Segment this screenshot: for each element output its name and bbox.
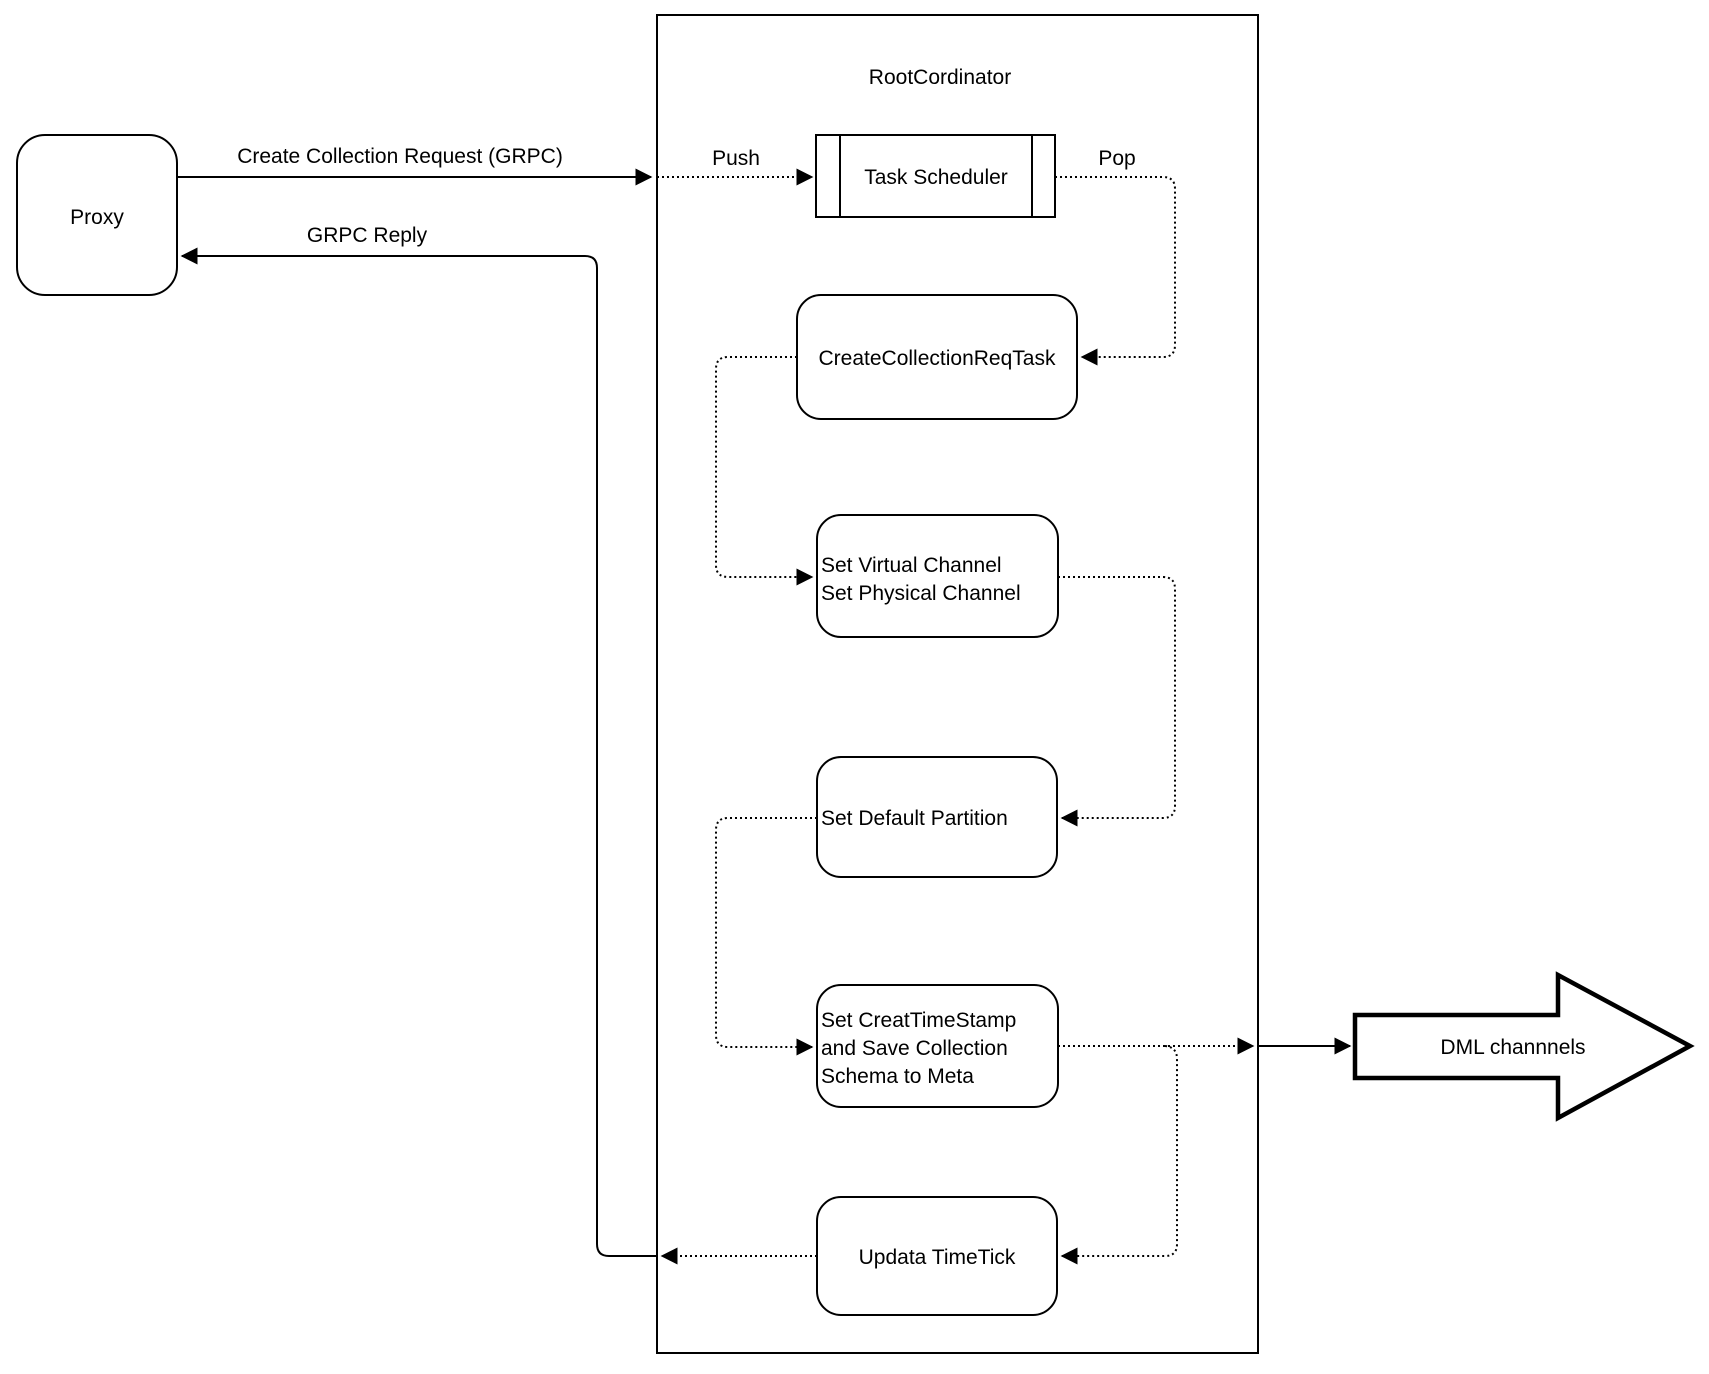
create-collection-req-task-label: CreateCollectionReqTask (819, 347, 1056, 370)
set-channel-label-line2: Set Physical Channel (821, 582, 1021, 605)
partition-to-timestamp-arrow (715, 817, 817, 1056)
grpc-reply-label: GRPC Reply (307, 224, 428, 247)
pop-label: Pop (1098, 147, 1135, 170)
set-creat-timestamp-label-line2: and Save Collection (821, 1037, 1008, 1060)
set-default-partition-label: Set Default Partition (821, 807, 1008, 830)
set-creat-timestamp-label-line3: Schema to Meta (821, 1065, 974, 1088)
task-scheduler-label: Task Scheduler (864, 166, 1008, 189)
proxy-label: Proxy (70, 206, 124, 229)
dml-channels-label: DML channnels (1440, 1036, 1585, 1059)
reqtask-to-setchannel-arrow (715, 356, 814, 586)
task-scheduler-node (815, 134, 1056, 218)
pop-arrow (1055, 176, 1176, 366)
proxy-node (16, 134, 178, 296)
timestamp-to-updata-arrow (1060, 1045, 1178, 1265)
set-channel-label-line1: Set Virtual Channel (821, 554, 1002, 577)
root-coordinator-container (656, 14, 1259, 1354)
setchannel-to-partition-arrow (1058, 576, 1176, 827)
root-coordinator-title: RootCordinator (869, 66, 1011, 89)
grpc-reply-arrow (180, 247, 657, 1257)
dml-channels-arrow-shape (1352, 971, 1695, 1122)
create-collection-request-label: Create Collection Request (GRPC) (237, 145, 563, 168)
updata-timetick-label: Updata TimeTick (859, 1246, 1016, 1269)
set-creat-timestamp-label-line1: Set CreatTimeStamp (821, 1009, 1016, 1032)
push-label: Push (712, 147, 760, 170)
